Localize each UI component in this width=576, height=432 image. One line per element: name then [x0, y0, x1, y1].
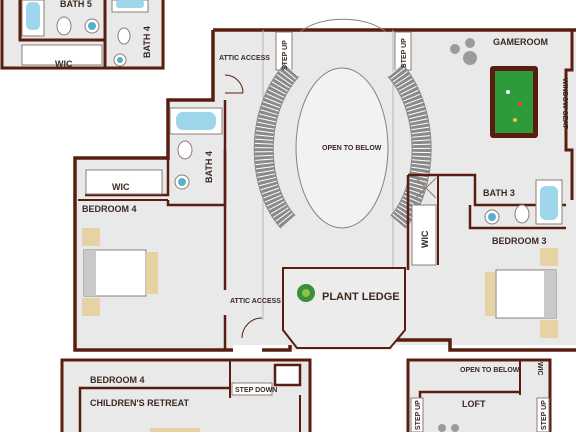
step-up-left-label: STEP UP	[282, 40, 289, 70]
plant-ledge-label: PLANT LEDGE	[322, 291, 400, 303]
bedroom4-alt-label: BEDROOM 4	[90, 375, 145, 385]
step-down-label: STEP DOWN	[235, 387, 277, 394]
attic-access-mid-label: ATTIC ACCESS	[230, 298, 281, 305]
bedroom3-label: BEDROOM 3	[492, 236, 547, 246]
bath4-mid-label: BATH 4	[204, 151, 214, 183]
open-to-below-small-label: OPEN TO BELOW	[460, 367, 520, 374]
open-to-below-label: OPEN TO BELOW	[322, 145, 382, 152]
wic-small-label: WIC	[536, 362, 543, 376]
bedroom4-label: BEDROOM 4	[82, 204, 137, 214]
wic-bed3-label: WIC	[420, 230, 430, 248]
step-up-bottom-right-label: STEP UP	[541, 400, 548, 430]
attic-access-top-label: ATTIC ACCESS	[219, 55, 270, 62]
step-up-right-label: STEP UP	[401, 38, 408, 68]
wic-bed4-label: WIC	[112, 182, 130, 192]
loft-label: LOFT	[462, 399, 486, 409]
inset-top-left: BATH 5 WIC BATH 4	[0, 0, 165, 70]
bath5-label: BATH 5	[60, 0, 92, 9]
wic-top-label: WIC	[55, 59, 73, 69]
inset-bottom-right	[406, 358, 552, 432]
bath4-top-label: BATH 4	[142, 26, 152, 58]
gameroom-label: GAMEROOM	[493, 37, 548, 47]
main-floor	[73, 18, 576, 352]
bath3-label: BATH 3	[483, 188, 515, 198]
step-up-bottom-left-label: STEP UP	[415, 400, 422, 430]
inset-bottom-left	[60, 358, 312, 432]
window-seat-label: WINDOW SEAT	[561, 78, 568, 130]
childrens-retreat-label: CHILDREN'S RETREAT	[90, 398, 189, 408]
